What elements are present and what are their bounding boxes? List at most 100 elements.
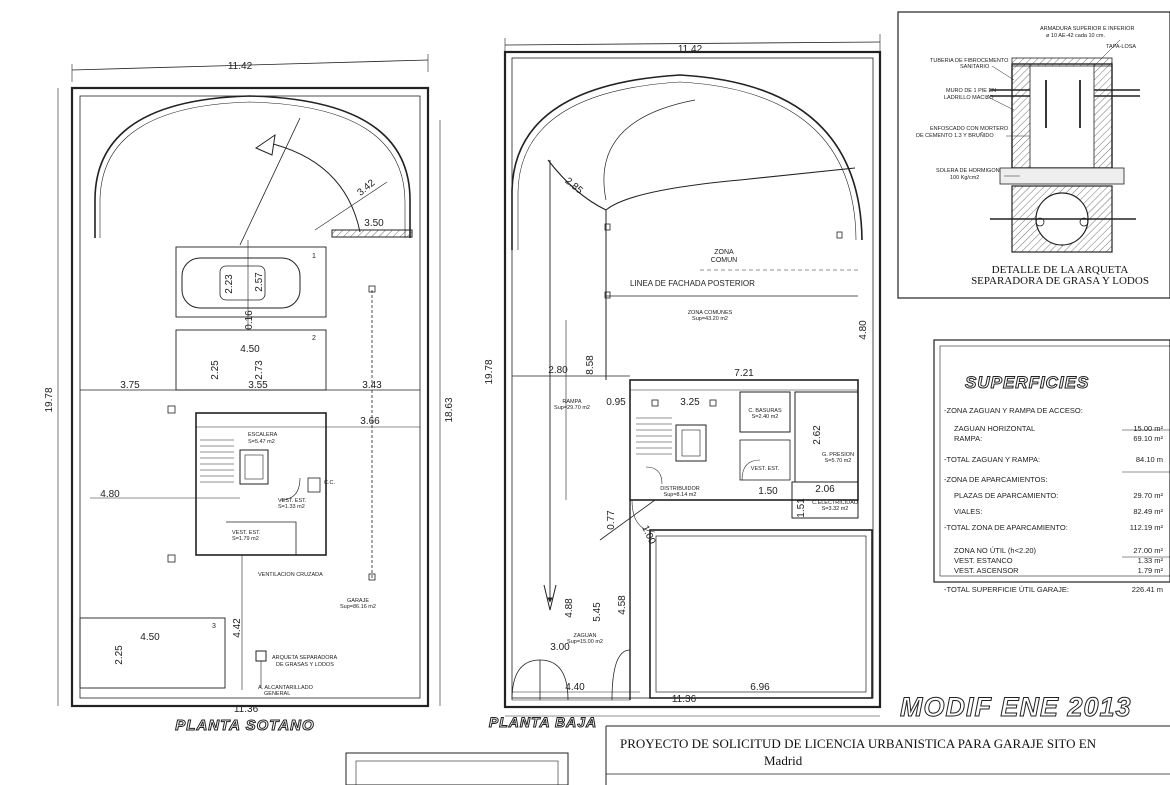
baja-dim-206: 2.06 (815, 484, 835, 495)
sotano-dim-480: 4.80 (100, 489, 120, 500)
baja-dim-721: 7.21 (734, 368, 754, 379)
enfoscado-label-2: DE CEMENTO 1.3 Y BRUÑIDO (916, 132, 994, 139)
baja-dim-545: 5.45 (592, 602, 603, 622)
superficies-row-label: ZAGUAN HORIZONTAL (954, 424, 1035, 433)
sotano-dim-left: 19.78 (44, 387, 55, 412)
alcantarillado-label-1: A. ALCANTARILLADO (258, 685, 314, 691)
baja-dim-top: 11.42 (678, 44, 703, 55)
sotano-dim-car-l: 2.57 (254, 272, 265, 292)
baja-dim-1136: 11.36 (672, 694, 697, 705)
planta-baja-title: PLANTA BAJA (489, 714, 597, 730)
superficies-row-label: -TOTAL SUPERFICIE ÚTIL GARAJE: (944, 585, 1069, 594)
armadura-label-2: ø 10 AE-42 cada 10 cm. (1046, 33, 1105, 39)
escalera-label: ESCALERA (248, 432, 278, 438)
detalle-title-2: SEPARADORA DE GRASA Y LODOS (971, 275, 1149, 287)
ventilacion-label: VENTILACION CRUZADA (258, 572, 323, 578)
sotano-dim-car-w: 2.23 (224, 274, 235, 294)
arqueta-label-2: DE GRASAS Y LODOS (276, 662, 334, 668)
baja-dim-458: 4.58 (617, 595, 628, 615)
superficies-row-label: PLAZAS DE APARCAMIENTO: (954, 491, 1058, 500)
sotano-dim-225b: 2.25 (114, 645, 125, 665)
superficies-row-value: 1.33 m² (1138, 556, 1164, 565)
planta-sotano-title: PLANTA SOTANO (175, 717, 314, 734)
sotano-dim-375: 3.75 (120, 380, 140, 391)
zaguan-sup: Sup=15.00 m2 (567, 639, 603, 645)
sotano-dim-343: 3.43 (362, 380, 382, 391)
sotano-dim-225a: 2.25 (210, 360, 221, 380)
detalle-title-1: DETALLE DE LA ARQUETA (992, 264, 1129, 276)
baja-dim-858: 8.58 (585, 355, 596, 375)
distribuidor-label: DISTRIBUIDOR (660, 486, 699, 492)
superficies-row-label: -TOTAL ZAGUAN Y RAMPA: (944, 455, 1040, 464)
alcantarillado-label-2: GENERAL (264, 691, 290, 697)
distribuidor-sup: Sup=8.14 m2 (664, 492, 697, 498)
tapa-label: TAPA-LOSA (1106, 44, 1136, 50)
sotano-dim-273: 2.73 (254, 360, 265, 380)
presion-sup: S=5.70 m2 (825, 458, 852, 464)
arqueta-label-1: ARQUETA SEPARADORA (272, 655, 338, 661)
superficies-row-label: RAMPA: (954, 434, 982, 443)
escalera-sup: S=5.47 m2 (248, 439, 275, 445)
solera-label-1: SOLERA DE HORMIGON (936, 168, 1000, 174)
superficies-row-label: -ZONA DE APARCAMIENTOS: (944, 475, 1048, 484)
solera-label-2: 100 Kg/cm2 (950, 175, 979, 181)
baja-dim-262: 2.62 (812, 425, 823, 445)
planta-sotano (57, 54, 441, 708)
cc-label: C.C. (324, 480, 335, 486)
muro-label-1: MURO DE 1 PIE EN (946, 88, 996, 94)
planta-baja (503, 34, 882, 717)
superficies-row-label: -ZONA ZAGUAN Y RAMPA DE ACCESO: (944, 406, 1083, 415)
vest-est2-sup: S=1.79 m2 (232, 536, 259, 542)
garaje-sup: Sup=86.16 m2 (340, 604, 376, 610)
presion-label: G. PRESION (822, 452, 854, 458)
basuras-label: C. BASURAS (748, 408, 782, 414)
superficies-row-value: 69.10 m² (1133, 434, 1163, 443)
superficies-row-label: VIALES: (954, 507, 982, 516)
baja-dim-077: 0.77 (606, 510, 617, 530)
electricidad-label: C.ELECTRICIDAD (812, 500, 858, 506)
baja-dim-480: 4.80 (858, 320, 869, 340)
superficies-row-value: 84.10 m (1136, 455, 1163, 464)
linea-fachada-label: LINEA DE FACHADA POSTERIOR (630, 279, 755, 288)
space-number-2: 2 (312, 335, 316, 342)
modif-stamp: MODIF ENE 2013 (900, 692, 1132, 722)
zona-comunes-label: ZONA COMUNES (688, 310, 733, 316)
baja-dim-100: 1.00 (639, 524, 657, 547)
detalle-arqueta (897, 11, 1170, 299)
enfoscado-label-1: ENFOSCADO CON MORTERO (930, 126, 1009, 132)
rampa-sup: Sup=29.70 m2 (554, 405, 590, 411)
tuberia-label-1: TUBERIA DE FIBROCEMENTO (930, 58, 1009, 64)
sotano-dim-366: 3.66 (360, 416, 380, 427)
superficies-row-value: 1.79 m² (1138, 566, 1164, 575)
superficies-row-label: VEST. ASCENSOR (954, 566, 1019, 575)
armadura-label-1: ARMADURA SUPERIOR E INFERIOR (1040, 26, 1134, 32)
sotano-dim-442: 4.42 (232, 618, 243, 638)
space-number-3: 3 (212, 623, 216, 630)
garaje-label: GARAJE (347, 598, 369, 604)
vest-est-sup: S=1.33 m2 (278, 504, 305, 510)
zaguan-label: ZAGUAN (574, 633, 597, 639)
superficies-row-value: 112.19 m² (1130, 523, 1164, 532)
space-number-1: 1 (312, 253, 316, 260)
zona-comun-2: COMUN (711, 257, 737, 264)
project-title-block (345, 725, 1170, 785)
sotano-dim-355: 3.55 (248, 380, 268, 391)
superficies-title: SUPERFICIES (965, 373, 1089, 392)
project-line-2: Madrid (764, 753, 803, 768)
zona-comunes-sup: Sup=43.20 m2 (692, 316, 728, 322)
project-line-1: PROYECTO DE SOLICITUD DE LICENCIA URBANI… (620, 736, 1097, 751)
baja-dim-150: 1.50 (758, 486, 778, 497)
vest-est2-label: VEST. EST. (232, 530, 261, 536)
baja-dim-300: 3.00 (550, 642, 570, 653)
superficies-row-value: 15.00 m² (1133, 424, 1163, 433)
sotano-dim-bottom: 11.36 (234, 704, 259, 715)
baja-dim-696: 6.96 (750, 682, 770, 693)
sotano-dim-top: 11.42 (228, 61, 253, 72)
superficies-row-value: 82.49 m² (1133, 507, 1163, 516)
vest-est-label: VEST. EST. (278, 498, 307, 504)
sotano-dim-016: 0.16 (244, 310, 255, 330)
superficies-table (933, 339, 1170, 583)
baja-dim-radius: 2.85 (563, 176, 585, 197)
superficies-row-value: 226.41 m (1132, 585, 1163, 594)
